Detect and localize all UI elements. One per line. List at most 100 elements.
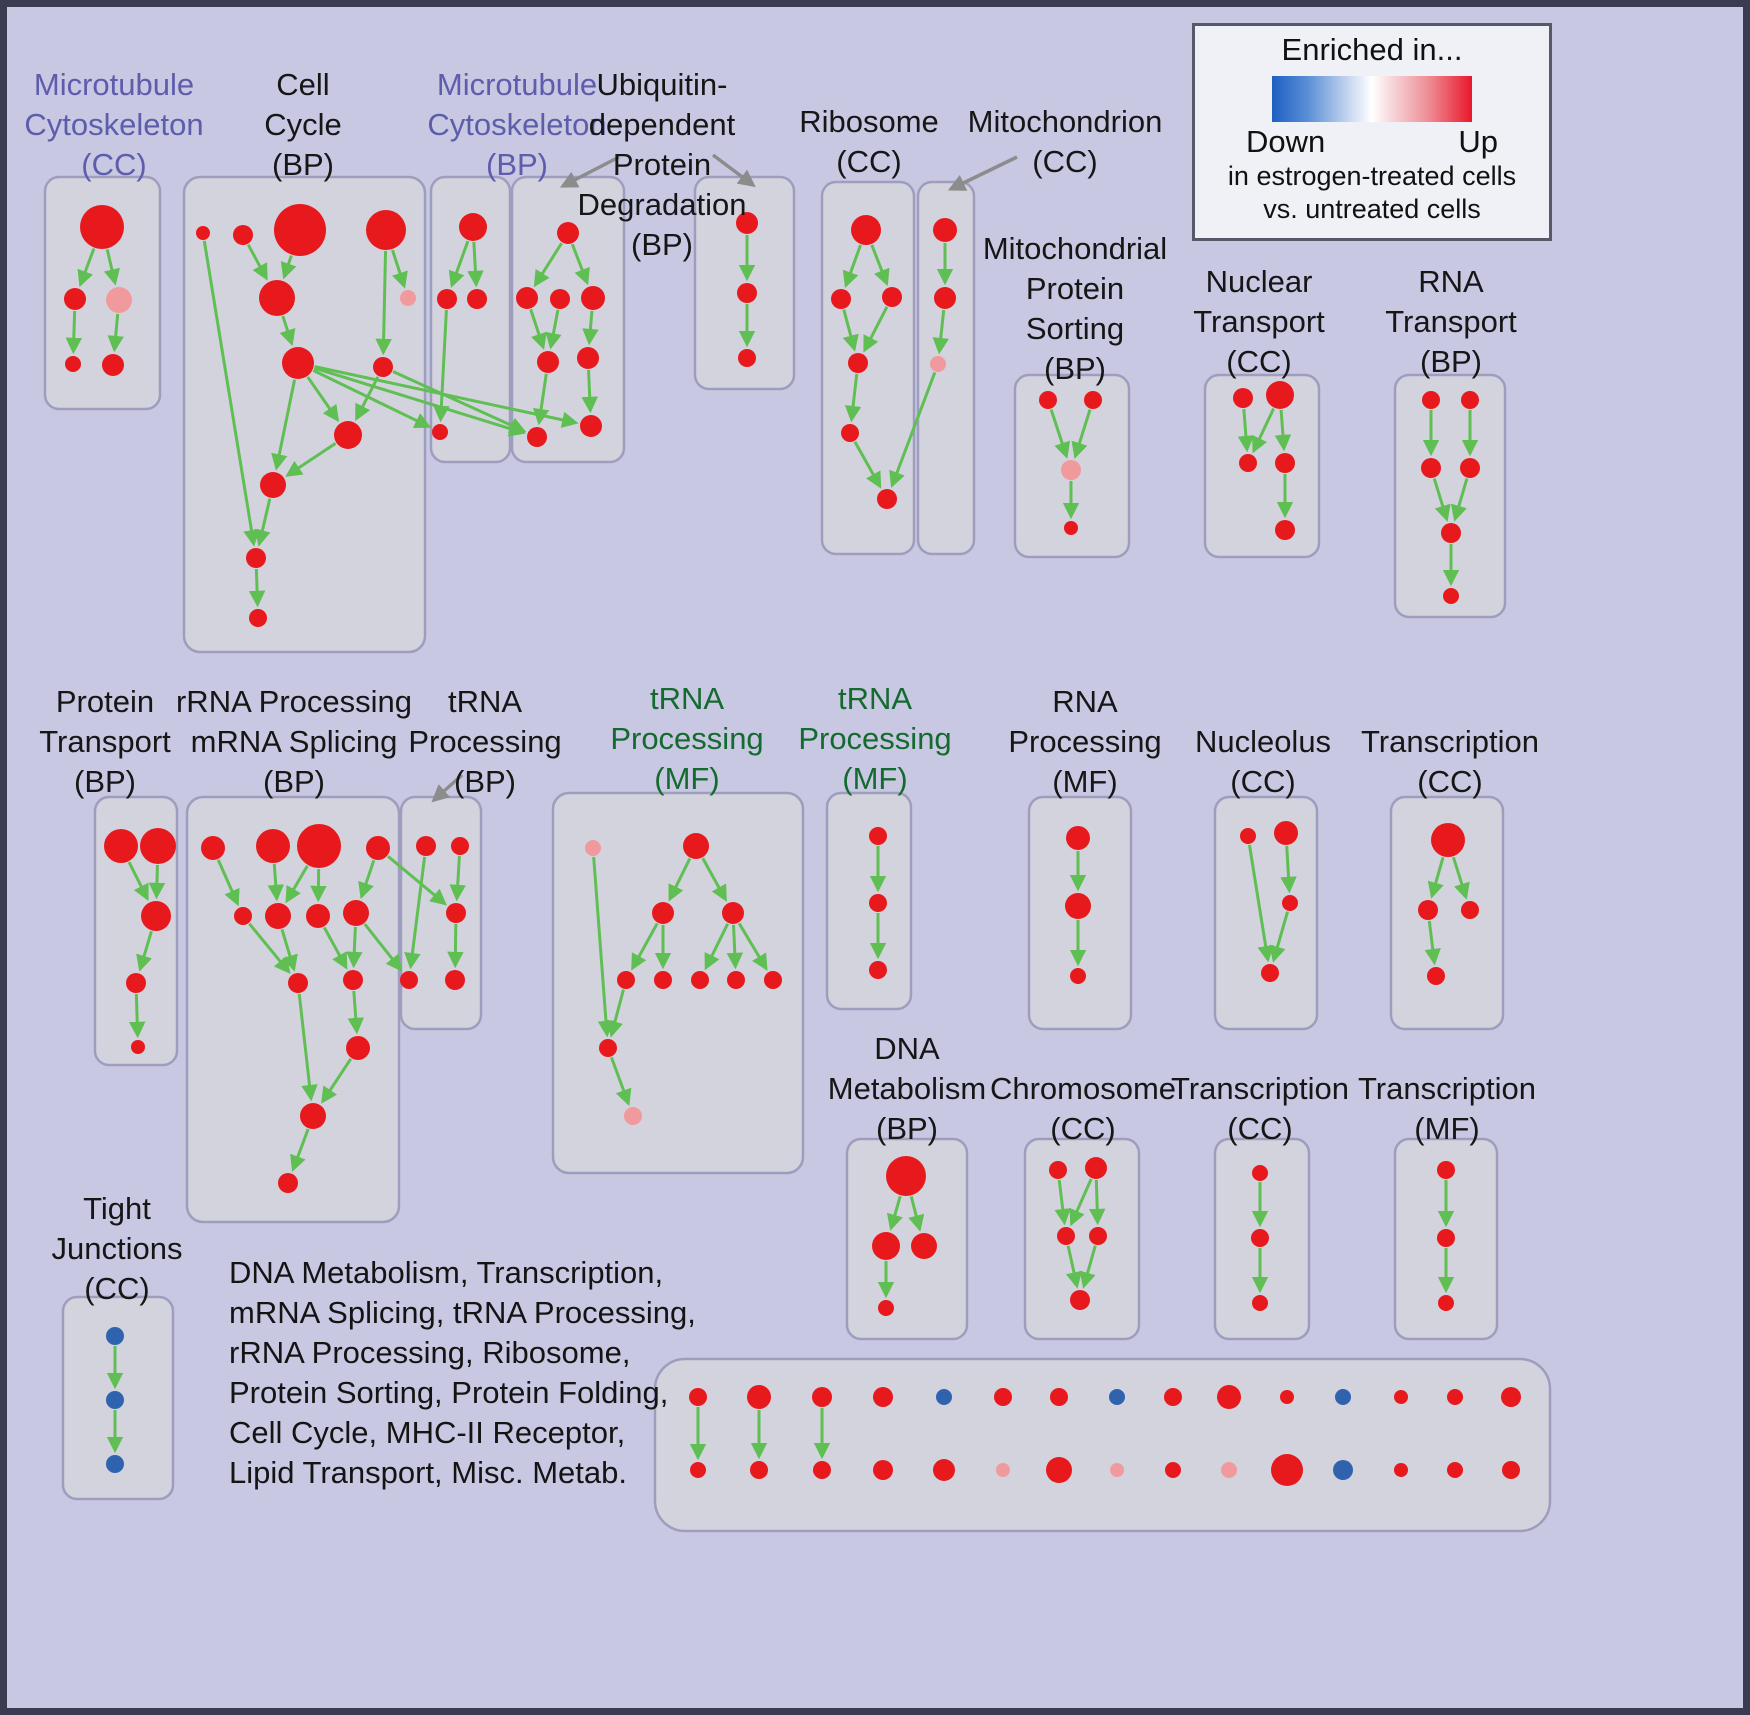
- edge-c7-c10: [271, 379, 297, 471]
- edge-s1-s3: [1049, 409, 1071, 459]
- cluster-label-protein-transport: Protein Transport (BP): [39, 684, 171, 799]
- go-term-node-f8: [727, 971, 745, 989]
- legend-updown-row: Down Up: [1246, 124, 1498, 160]
- go-term-node-n2: [1266, 381, 1294, 409]
- edge-g6-g9: [280, 928, 298, 972]
- edge-f2-f4: [701, 857, 727, 902]
- cluster-label-trna-mf-right: tRNA Processing (MF): [798, 681, 952, 796]
- edge-r1-r3: [870, 244, 890, 287]
- go-term-node-c1: [196, 226, 210, 240]
- go-term-node-b2t: [747, 1385, 771, 1409]
- go-term-node-b13t: [1394, 1390, 1408, 1404]
- edge-t1-t3: [467, 241, 484, 288]
- label-pointer-arrow-0: [559, 155, 620, 188]
- go-term-node-u1: [557, 222, 579, 244]
- go-term-node-r3: [882, 287, 902, 307]
- cluster-label-nucleolus: Nucleolus (CC): [1194, 724, 1332, 799]
- edge-u1-u2: [533, 242, 563, 288]
- go-term-node-b10t: [1217, 1385, 1241, 1409]
- go-term-node-b13b: [1394, 1463, 1408, 1477]
- legend-up-label: Up: [1458, 124, 1498, 159]
- go-term-node-c4: [366, 210, 406, 250]
- cluster-label-nuclear-transport: Nuclear Transport (CC): [1193, 264, 1325, 379]
- edge-u1-u4: [570, 243, 590, 286]
- go-term-node-b4b: [873, 1460, 893, 1480]
- go-term-node-u3: [550, 289, 570, 309]
- legend-box: Enriched in... Down Up in estrogen-treat…: [1192, 23, 1552, 241]
- go-term-node-r1: [851, 215, 881, 245]
- go-term-node-p1: [104, 829, 138, 863]
- go-term-node-g1: [201, 836, 225, 860]
- go-term-node-r6: [877, 489, 897, 509]
- go-term-node-m1: [80, 205, 124, 249]
- go-term-node-g2: [256, 829, 290, 863]
- edge-p3-p4: [136, 930, 153, 972]
- edge-p2-p3: [148, 864, 166, 900]
- go-term-node-b8b: [1110, 1463, 1124, 1477]
- go-term-node-o3: [1070, 968, 1086, 984]
- go-term-node-c8: [373, 357, 393, 377]
- cluster-label-rna-transport: RNA Transport (BP): [1385, 264, 1517, 379]
- go-term-node-m4: [65, 356, 81, 372]
- go-term-node-h3: [446, 903, 466, 923]
- go-term-node-c5: [259, 280, 295, 316]
- go-term-node-k3: [1461, 901, 1479, 919]
- legend-subtitle-1: in estrogen-treated cells: [1227, 161, 1517, 191]
- edge-n2-n3: [1252, 407, 1275, 454]
- edge-g4-g8: [358, 859, 376, 900]
- cluster-box-mt-bp: [429, 175, 512, 464]
- go-term-node-b2b: [750, 1461, 768, 1479]
- cluster-box-trna-mf-right: [825, 791, 913, 1011]
- go-term-node-d4: [878, 1300, 894, 1316]
- edge-u3-u5: [545, 309, 562, 350]
- go-term-node-w1: [933, 218, 957, 242]
- go-term-node-g8: [343, 900, 369, 926]
- edge-x4-x5: [1079, 1245, 1097, 1289]
- edge-c11-c12: [248, 568, 266, 608]
- cluster-label-rrna-mrna: rRNA Processing mRNA Splicing (BP): [175, 684, 413, 799]
- go-term-node-g13: [278, 1173, 298, 1193]
- cluster-box-rrna-mrna: [185, 795, 401, 1224]
- cluster-box-mitochondrion: [916, 180, 976, 556]
- go-term-node-v1: [736, 212, 758, 234]
- cluster-label-ribosome: Ribosome (CC): [799, 104, 939, 179]
- go-term-node-j1: [106, 1327, 124, 1345]
- go-term-node-b14b: [1447, 1462, 1463, 1478]
- go-term-node-u8: [580, 415, 602, 437]
- edge-r2-r4: [842, 309, 859, 352]
- cluster-label-transcription-cc-a: Transcription (CC): [1360, 724, 1540, 799]
- edge-d1-d2: [886, 1195, 903, 1231]
- cluster-box-trna-mf-left: [551, 791, 805, 1175]
- go-term-node-g12: [300, 1103, 326, 1129]
- go-term-node-o1: [1066, 826, 1090, 850]
- edge-q4-q5: [1450, 478, 1469, 522]
- go-term-node-q6: [1443, 588, 1459, 604]
- go-term-node-b6b: [996, 1463, 1010, 1477]
- edge-g10-g11: [347, 990, 365, 1035]
- cluster-box-rna-transport: [1393, 373, 1507, 619]
- legend-gradient-bar: [1272, 76, 1472, 122]
- edge-w3-r6: [889, 371, 937, 489]
- go-term-node-t4: [432, 424, 448, 440]
- edges-layer: [65, 235, 1479, 1461]
- go-term-node-v3: [738, 349, 756, 367]
- edge-c2-c5: [246, 243, 268, 281]
- go-term-node-w2: [934, 287, 956, 309]
- edge-g1-g5: [216, 859, 240, 907]
- go-term-node-q4: [1460, 458, 1480, 478]
- go-term-node-c9: [334, 421, 362, 449]
- edge-m2-m4: [65, 310, 83, 355]
- cluster-label-mt-bp: Microtubule Cytoskeleton (BP): [427, 67, 607, 182]
- go-term-node-t3: [467, 289, 487, 309]
- go-term-node-g3: [297, 824, 341, 868]
- go-term-node-p3: [141, 901, 171, 931]
- go-term-node-h2: [451, 837, 469, 855]
- edge-c7-u7: [313, 366, 526, 437]
- edge-x2-x4: [1088, 1179, 1106, 1226]
- go-term-node-y1: [1252, 1165, 1268, 1181]
- edge-r4-r5: [844, 373, 862, 423]
- edge-p1-p3: [127, 861, 149, 902]
- edge-c9-c10: [285, 442, 337, 477]
- go-term-node-l4: [1261, 964, 1279, 982]
- go-term-node-q3: [1421, 458, 1441, 478]
